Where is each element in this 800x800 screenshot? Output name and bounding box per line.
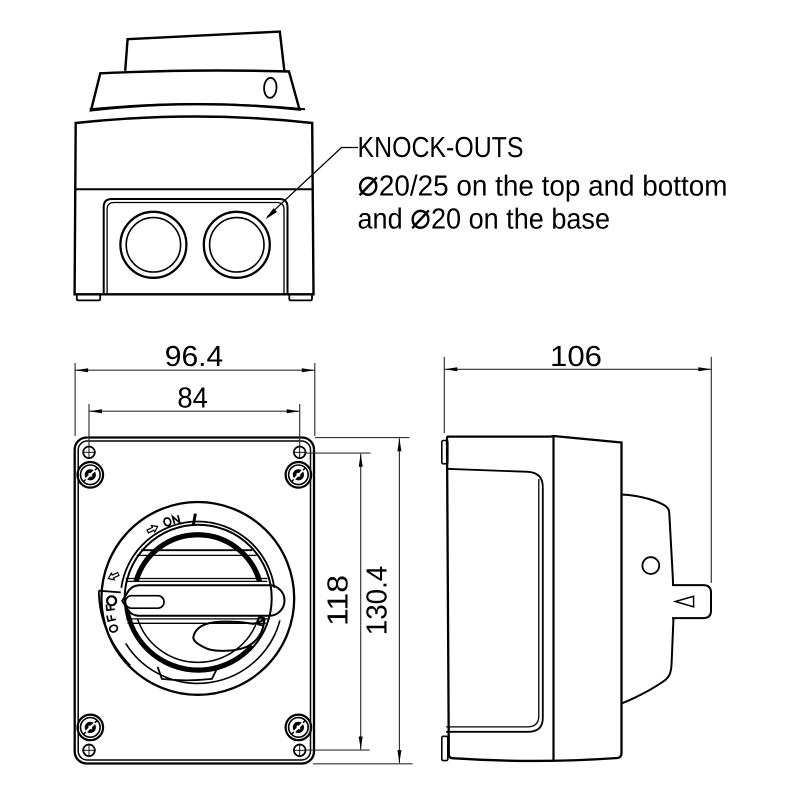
svg-text:106: 106 <box>550 341 602 373</box>
svg-text:118: 118 <box>323 575 355 626</box>
svg-text:130.4: 130.4 <box>362 566 394 636</box>
svg-text:KNOCK-OUTS: KNOCK-OUTS <box>357 132 523 164</box>
svg-text:96.4: 96.4 <box>165 341 224 373</box>
svg-text:84: 84 <box>177 382 208 414</box>
